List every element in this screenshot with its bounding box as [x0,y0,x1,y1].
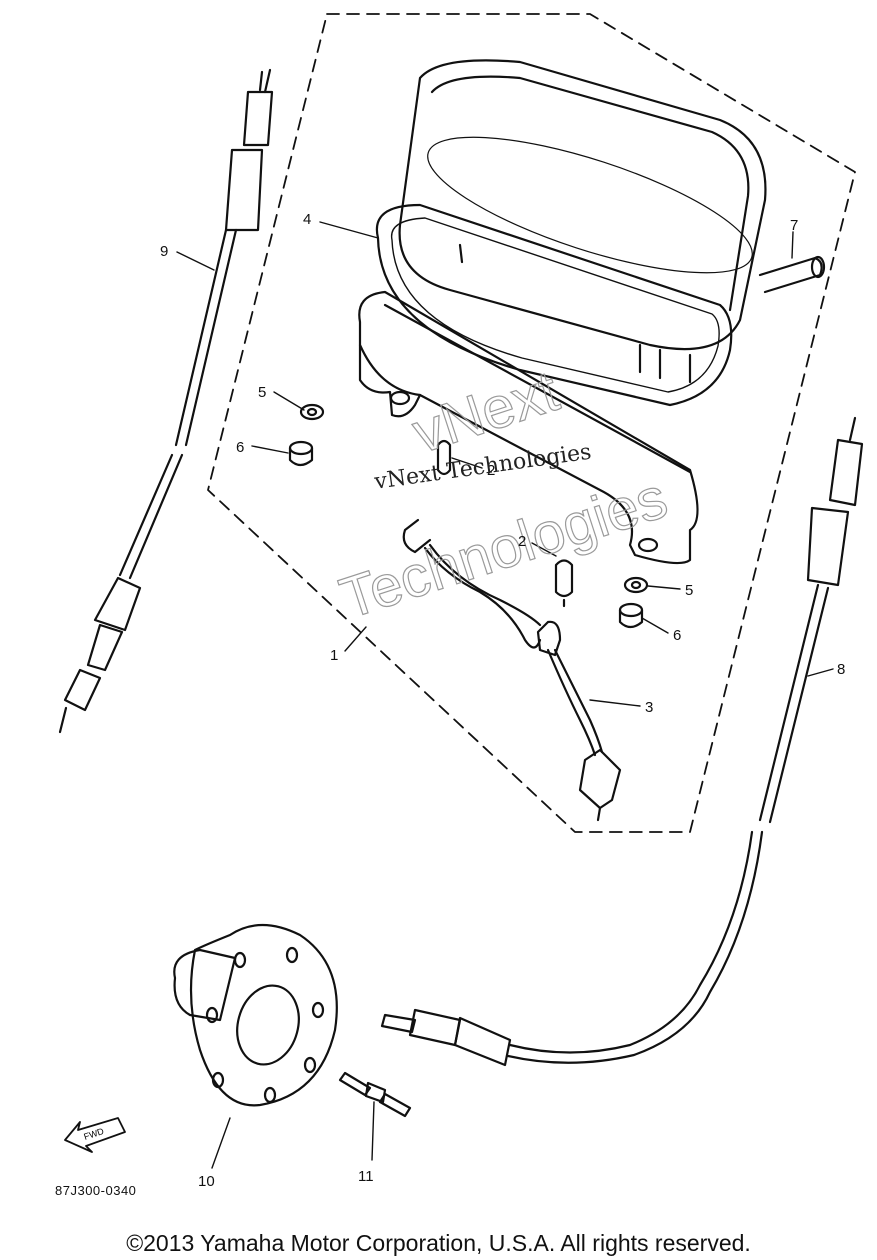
callout-6-right: 6 [673,627,681,644]
fwd-arrow-icon [64,1117,126,1153]
cable-right [380,416,864,1067]
leader-lines [176,221,834,1169]
callout-10: 10 [198,1173,215,1190]
grommet-6-right [618,602,644,629]
wire-harness [402,518,622,822]
gear-unit [173,924,338,1107]
bulb-upper [436,439,452,476]
cable-left [58,68,274,734]
meter-housing [398,59,767,384]
callout-1: 1 [330,647,338,664]
grommet-5-right [623,576,649,594]
drive-shaft [338,1071,412,1118]
callout-4: 4 [303,211,311,228]
callout-5-left: 5 [258,384,266,401]
callout-3: 3 [645,699,653,716]
callout-5-right: 5 [685,582,693,599]
callout-8: 8 [837,661,845,678]
copyright-notice: ©2013 Yamaha Motor Corporation, U.S.A. A… [126,1230,751,1256]
bulb-lower [554,559,574,608]
reset-knob [758,255,826,294]
callout-labels: 1 2 2 3 4 5 5 6 6 7 8 9 10 11 FWD [83,211,846,1190]
reference-code: 87J300-0340 [55,1183,137,1198]
callout-9: 9 [160,243,168,260]
gasket-ring [375,203,733,407]
callout-6-left: 6 [236,439,244,456]
assembly-boundary [207,13,856,833]
meter-case [358,290,699,565]
callout-2a: 2 [487,462,495,479]
callout-11: 11 [358,1168,374,1185]
grommet-5-left [299,403,325,421]
parts-diagram: vNext Technologies 1 2 2 3 4 5 5 6 6 7 8… [58,13,864,1190]
callout-7: 7 [790,217,798,234]
grommet-6-left [288,440,314,467]
callout-2b: 2 [518,533,526,550]
